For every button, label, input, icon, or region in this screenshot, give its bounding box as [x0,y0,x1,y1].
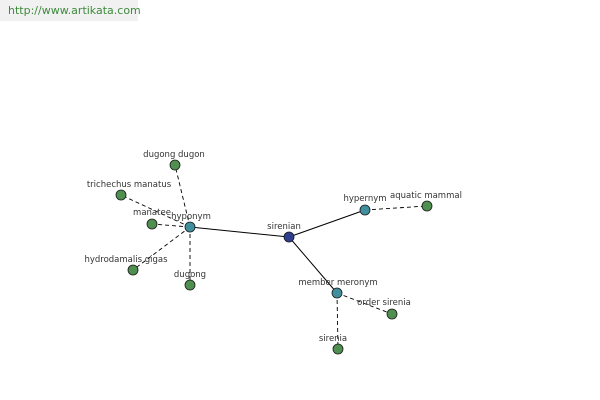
edge-hyponym-to-hydrodamalis_gigas [132,226,191,271]
node-sirenian[interactable] [283,231,295,243]
node-label-dugong: dugong [174,270,206,280]
node-label-hypernym: hypernym [343,194,386,204]
node-label-order-sirenia: order sirenia [357,298,411,308]
node-manatee[interactable] [146,218,158,230]
edge-hyponym-to-dugong_dugon [174,164,191,228]
node-dugong-dugon[interactable] [169,159,181,171]
node-aquatic-mammal[interactable] [421,200,433,212]
node-hydrodamalis-gigas[interactable] [127,264,139,276]
node-trichechus-manatus[interactable] [115,189,127,201]
edges-layer [120,164,428,350]
node-label-member-meronym: member meronym [298,278,377,288]
node-label-dugong-dugon: dugong dugon [143,150,205,160]
node-dugong[interactable] [184,279,196,291]
labels-layer: sirenian hyponym hypernym member meronym dug… [84,150,461,344]
node-hyponym[interactable] [184,221,196,233]
node-label-hydrodamalis-gigas: hydrodamalis gigas [84,255,168,265]
node-label-hyponym: hyponym [171,212,211,222]
node-label-sirenia: sirenia [319,334,347,344]
edge-sirenian-to-member_meronym [288,236,338,294]
edge-hyponym-to-manatee [151,223,191,228]
edge-member_meronym-to-sirenia [336,292,339,350]
edge-hyponym-to-trichechus_manatus [120,194,191,228]
watermark-link[interactable]: http://www.artikata.com [0,0,141,21]
node-label-trichechus-manatus: trichechus manatus [87,180,172,190]
node-sirenia[interactable] [332,343,344,355]
node-order-sirenia[interactable] [386,308,398,320]
edge-hypernym-to-aquatic_mammal [364,205,428,211]
node-label-aquatic-mammal: aquatic mammal [390,191,462,201]
edge-sirenian-to-hyponym [189,226,290,238]
nodes-layer [115,159,433,355]
node-label-sirenian: sirenian [267,222,301,232]
node-hypernym[interactable] [359,204,371,216]
edge-sirenian-to-hypernym [288,209,366,238]
node-member-meronym[interactable] [331,287,343,299]
edge-member_meronym-to-order_sirenia [336,292,393,315]
node-label-manatee: manatee [133,208,171,218]
